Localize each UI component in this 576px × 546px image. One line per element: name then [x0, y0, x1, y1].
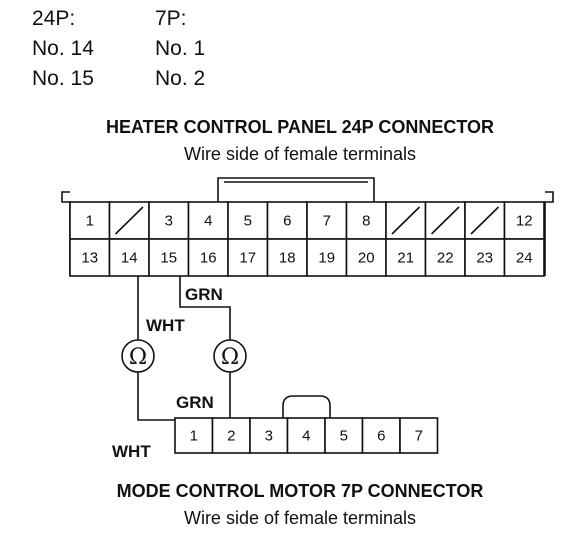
pin-24p-top-5-label: 5 — [244, 213, 252, 230]
ohmmeter-2-circle — [213, 339, 247, 373]
pin-24p-bottom-2-cell — [108, 238, 150, 277]
connector-7p: 1 2 3 4 5 6 7 — [174, 395, 439, 454]
ohmmeter-2: Ω — [213, 339, 247, 373]
pin-24p-bottom-11-label: 23 — [476, 250, 493, 267]
pin-7p-2-label: 2 — [227, 428, 235, 445]
pin-7p-7-label: 7 — [415, 428, 423, 445]
pin-7p-1-label: 1 — [190, 428, 198, 445]
col-24p-title: 24P: — [32, 7, 75, 30]
connector-7p-lock-tab — [282, 395, 331, 418]
pin-24p-top-10-unused-slash — [430, 206, 460, 235]
pin-7p-2-cell — [211, 417, 251, 454]
connector-24p-bottom-row: 13 14 15 16 17 18 19 20 21 22 23 24 — [69, 238, 545, 277]
pin-7p-4-cell — [286, 417, 326, 454]
ohmmeter-1: Ω — [121, 339, 155, 373]
pin-7p-6-cell — [361, 417, 401, 454]
connector-24p-lock-tab — [217, 177, 375, 202]
wht-label-lower: WHT — [112, 442, 151, 461]
pin-24p-bottom-5-cell — [227, 238, 269, 277]
pin-24p-top-3-label: 3 — [165, 213, 173, 230]
connector-7p-row: 1 2 3 4 5 6 7 — [174, 417, 439, 454]
grn-label-upper: GRN — [185, 285, 223, 304]
wht-wire-lower — [137, 372, 183, 421]
pin-24p-row1: No. 14 — [32, 37, 94, 60]
pin-24p-top-4-label: 4 — [204, 213, 212, 230]
pin-7p-3-cell — [249, 417, 289, 454]
pin-7p-row1: No. 1 — [155, 37, 205, 60]
ohmmeter-1-circle — [121, 339, 155, 373]
pin-24p-bottom-1-label: 13 — [81, 250, 98, 267]
ohm-icon: Ω — [221, 345, 239, 370]
wht-label-upper: WHT — [146, 316, 185, 335]
pin-24p-bottom-12-cell — [503, 238, 545, 277]
pin-24p-bottom-3-label: 15 — [160, 250, 177, 267]
pin-24p-top-12-cell — [503, 201, 545, 240]
pin-24p-row2: No. 15 — [32, 67, 94, 90]
pin-24p-top-3-cell — [148, 201, 190, 240]
pin-24p-bottom-1-cell — [69, 238, 111, 277]
pin-7p-row2: No. 2 — [155, 67, 205, 90]
pin-7p-3-label: 3 — [265, 428, 273, 445]
pin-24p-bottom-12-label: 24 — [516, 250, 533, 267]
connector-24p-left-flange — [61, 191, 71, 276]
pin-24p-bottom-4-label: 16 — [200, 250, 217, 267]
pin-reference: 24P: 7P: No. 14 No. 1 No. 15 No. 2 — [32, 7, 205, 90]
pin-24p-top-8-cell — [345, 201, 387, 240]
pin-24p-bottom-11-cell — [464, 238, 506, 277]
pin-24p-bottom-6-cell — [266, 238, 308, 277]
pin-24p-bottom-9-label: 21 — [397, 250, 414, 267]
connector-24p-top-row: 1 3 4 5 6 7 8 12 — [69, 201, 545, 240]
pin-24p-bottom-6-label: 18 — [279, 250, 296, 267]
pin-7p-4-label: 4 — [302, 428, 310, 445]
pin-24p-top-11-unused-slash — [470, 206, 500, 235]
pin-7p-6-label: 6 — [377, 428, 385, 445]
wires — [137, 276, 231, 421]
connector-24p-title: HEATER CONTROL PANEL 24P CONNECTOR — [106, 117, 494, 137]
col-7p-title: 7P: — [155, 7, 187, 30]
pin-24p-bottom-7-label: 19 — [318, 250, 335, 267]
pin-24p-top-9-unused-slash — [391, 206, 421, 235]
pin-24p-top-1-label: 1 — [86, 213, 94, 230]
connector-7p-subtitle: Wire side of female terminals — [184, 508, 416, 528]
grn-label-lower: GRN — [176, 393, 214, 412]
pin-24p-top-12-label: 12 — [516, 213, 533, 230]
pin-24p-top-6-label: 6 — [283, 213, 291, 230]
connector-24p-subtitle: Wire side of female terminals — [184, 144, 416, 164]
connector-7p-title: MODE CONTROL MOTOR 7P CONNECTOR — [117, 481, 484, 501]
pin-24p-bottom-8-label: 20 — [358, 250, 375, 267]
ohm-icon: Ω — [129, 345, 147, 370]
pin-24p-top-2-unused-slash — [114, 206, 144, 235]
grn-wire-upper — [179, 276, 231, 340]
pin-24p-bottom-10-label: 22 — [437, 250, 454, 267]
pin-7p-7-cell — [399, 417, 439, 454]
pin-24p-top-8-label: 8 — [362, 213, 370, 230]
pin-7p-5-label: 5 — [340, 428, 348, 445]
pin-24p-bottom-5-label: 17 — [239, 250, 256, 267]
connector-24p-right-flange — [544, 191, 554, 276]
pin-24p-top-7-label: 7 — [323, 213, 331, 230]
pin-24p-bottom-2-label: 14 — [121, 250, 138, 267]
